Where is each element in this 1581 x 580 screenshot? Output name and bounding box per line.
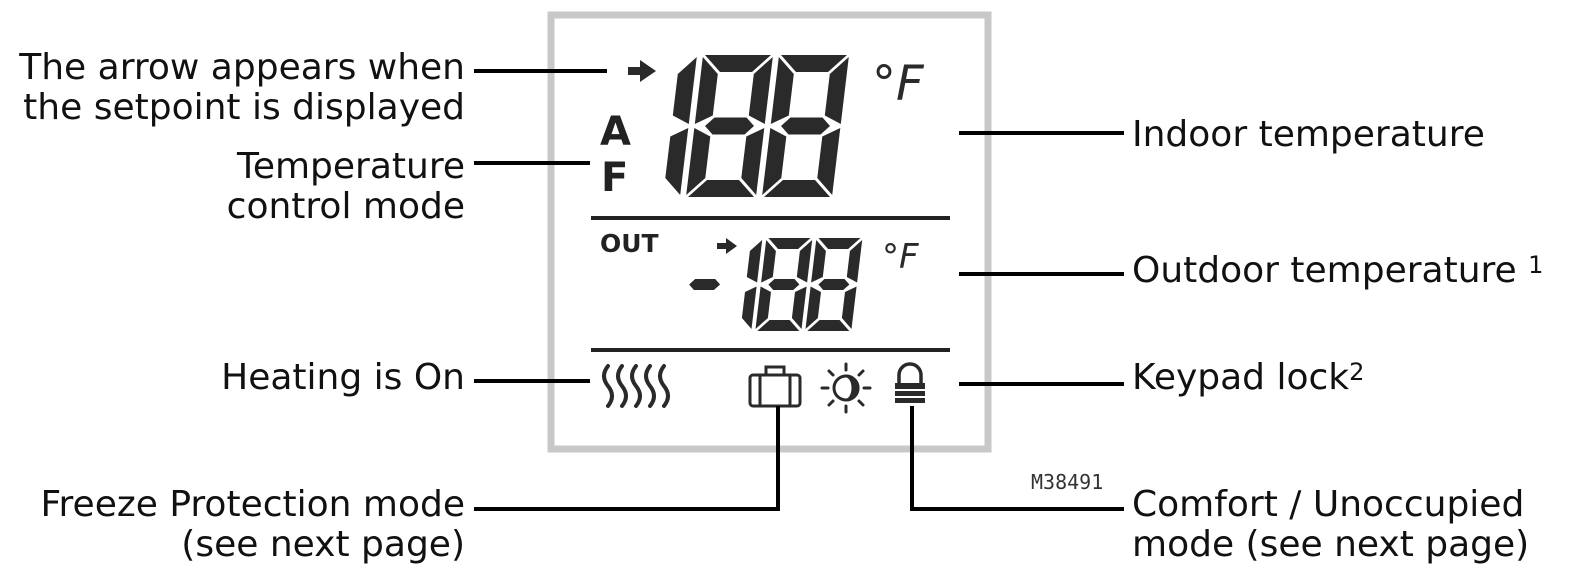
- outdoor-segment: [807, 320, 850, 331]
- leader-comfort-unoccupied: [910, 406, 1124, 511]
- outdoor-segment: [761, 240, 776, 283]
- indoor-segment: [665, 128, 689, 195]
- mode-letter-f: F: [601, 155, 628, 201]
- indoor-digit-2: [762, 55, 849, 197]
- mode-letter-a: A: [600, 109, 631, 155]
- outdoor-segment: [746, 240, 763, 283]
- indoor-segment: [748, 57, 773, 124]
- arrow-icon: [628, 60, 656, 82]
- callout-heating-on: Heating is On: [221, 357, 465, 398]
- heat-waves-icon: [602, 364, 670, 408]
- outdoor-segment: [818, 238, 861, 249]
- lock-icon: [895, 362, 925, 403]
- indoor-segment: [762, 128, 787, 195]
- indoor-unit: °F: [872, 56, 925, 112]
- outdoor-segment: [796, 240, 813, 283]
- callout-setpoint-arrow: The arrow appears when the setpoint is d…: [19, 47, 465, 128]
- indoor-segment: [672, 57, 697, 124]
- indoor-segment: [705, 117, 754, 135]
- indoor-segment: [688, 180, 754, 197]
- indoor-segment: [705, 55, 771, 72]
- outdoor-segment: [768, 238, 811, 249]
- indoor-segment: [781, 55, 847, 72]
- outdoor-digit-2: [755, 238, 813, 331]
- callout-keypad-lock: Keypad lock2: [1132, 358, 1364, 398]
- outdoor-tag: OUT: [600, 229, 659, 258]
- leader-lines: [474, 69, 1124, 511]
- callout-indoor-temperature: Indoor temperature: [1132, 114, 1485, 155]
- keypad-lock-text: Keypad lock: [1132, 357, 1350, 398]
- outdoor-segment: [846, 240, 863, 283]
- outdoor-arrow-icon: [717, 238, 737, 254]
- indoor-segment: [741, 128, 765, 195]
- outdoor-segment: [841, 286, 857, 329]
- callout-comfort-unoccupied: Comfort / Unoccupied mode (see next page…: [1132, 484, 1530, 565]
- indoor-segment: [824, 57, 849, 124]
- indoor-temperature-digits: [665, 55, 849, 197]
- callout-temperature-control-mode: Temperature control mode: [226, 146, 465, 227]
- suitcase-icon: [748, 365, 802, 408]
- outdoor-segment: [741, 286, 757, 329]
- outdoor-segment: [757, 320, 800, 331]
- indoor-segment: [686, 128, 711, 195]
- outdoor-digit-1: [741, 240, 763, 329]
- indoor-segment: [781, 117, 830, 135]
- outdoor-unit: °F: [882, 237, 919, 277]
- indoor-segment: [764, 180, 830, 197]
- outdoor-segment: [791, 286, 807, 329]
- indoor-digit-1: [686, 55, 773, 197]
- indoor-segment: [817, 128, 841, 195]
- outdoor-temperature-digits: [689, 238, 863, 331]
- outdoor-footnote: 1: [1528, 251, 1544, 279]
- outdoor-segment: [811, 240, 826, 283]
- indoor-segment: [770, 57, 794, 124]
- sun-moon-icon: [820, 362, 872, 414]
- outdoor-segment: [768, 279, 800, 290]
- callout-freeze-protection: Freeze Protection mode (see next page): [40, 484, 465, 565]
- outdoor-segment: [805, 286, 821, 329]
- outdoor-segment: [818, 279, 850, 290]
- callout-outdoor-temperature: Outdoor temperature 1: [1132, 251, 1543, 291]
- outdoor-segment: [689, 279, 721, 290]
- outdoor-digit-3: [805, 238, 863, 331]
- outdoor-temperature-text: Outdoor temperature: [1132, 250, 1517, 291]
- leader-freeze-protection: [474, 406, 780, 511]
- display-frame: [547, 11, 992, 453]
- outdoor-digit-0: [689, 279, 721, 290]
- indoor-digit-0: [665, 57, 697, 195]
- outdoor-segment: [755, 286, 771, 329]
- indoor-segment: [694, 57, 718, 124]
- keypad-lock-footnote: 2: [1349, 358, 1365, 386]
- figure-code: M38491: [1031, 470, 1104, 494]
